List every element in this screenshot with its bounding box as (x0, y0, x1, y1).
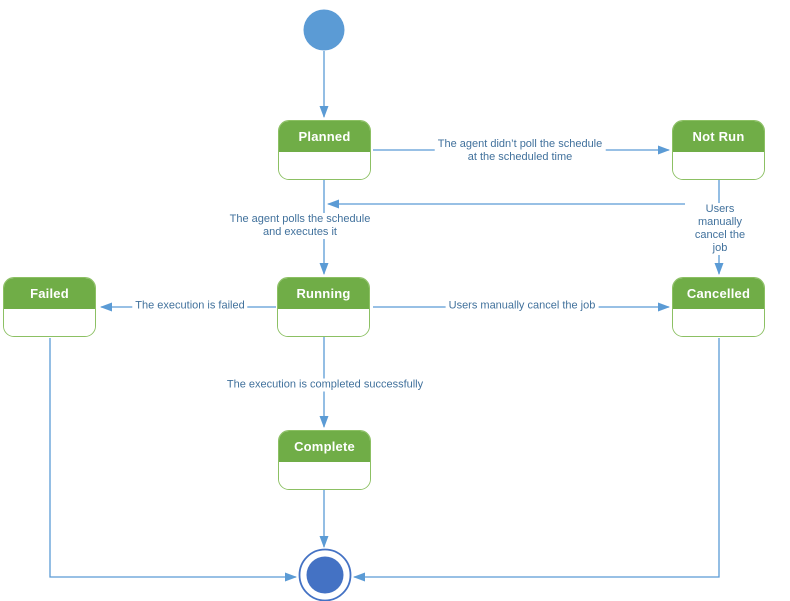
connector-failed-to-final (49, 338, 297, 582)
state-running-title: Running (278, 278, 369, 309)
state-planned-body (279, 152, 370, 179)
transition-label-not-run-to-cancelled: Users manually cancel the job (685, 203, 755, 255)
transition-label-running-to-failed: The execution is failed (132, 299, 248, 313)
state-planned-title: Planned (279, 121, 370, 152)
state-complete: Complete (278, 430, 371, 490)
state-cancelled-title: Cancelled (673, 278, 764, 309)
connector-cancelled-to-final (353, 338, 720, 582)
state-not-run: Not Run (672, 120, 765, 180)
state-running: Running (277, 277, 370, 337)
initial-state-node (303, 9, 345, 51)
state-not-run-title: Not Run (673, 121, 764, 152)
state-running-body (278, 309, 369, 336)
state-complete-title: Complete (279, 431, 370, 462)
state-failed: Failed (3, 277, 96, 337)
transition-label-planned-to-not-run: The agent didn’t poll the schedule at th… (434, 138, 606, 164)
state-failed-title: Failed (4, 278, 95, 309)
state-cancelled-body (673, 309, 764, 336)
transition-label-planned-to-running: The agent polls the schedule and execute… (226, 213, 374, 239)
transition-label-running-to-cancelled: Users manually cancel the job (445, 299, 599, 313)
state-failed-body (4, 309, 95, 336)
state-planned: Planned (278, 120, 371, 180)
transition-label-running-to-complete: The execution is completed successfully (223, 378, 427, 392)
final-state-node-core (306, 556, 344, 594)
state-not-run-body (673, 152, 764, 179)
state-cancelled: Cancelled (672, 277, 765, 337)
state-complete-body (279, 462, 370, 489)
